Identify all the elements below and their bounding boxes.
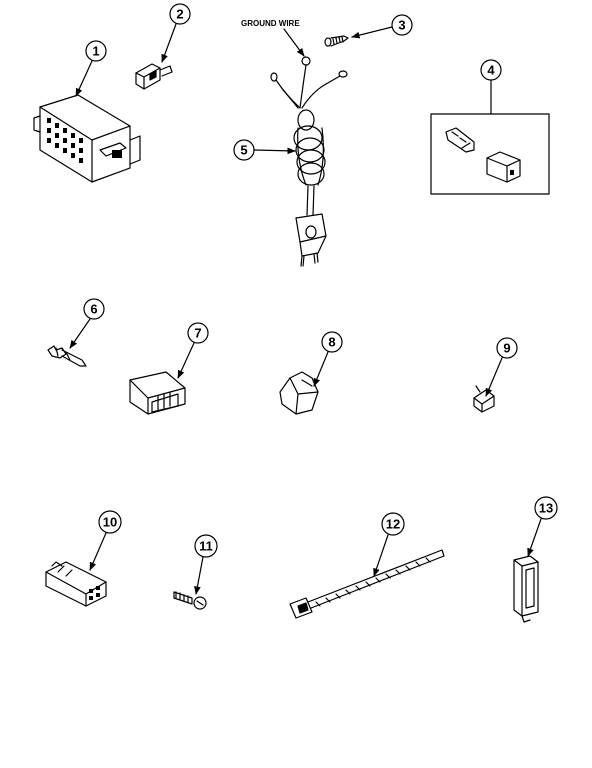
callout-5 — [233, 139, 296, 161]
part-9-clip — [473, 385, 495, 413]
callout-13 — [527, 496, 558, 557]
callout-1 — [75, 40, 107, 97]
callout-10-number: 10 — [103, 515, 117, 530]
part-4-terminal-kit — [430, 113, 550, 195]
part-8-wire-clamp — [279, 371, 319, 415]
callout-3-number: 3 — [398, 18, 405, 33]
callout-12 — [373, 512, 405, 577]
callout-4 — [480, 59, 502, 115]
part-2-clip — [135, 63, 173, 90]
callout-6 — [69, 298, 105, 349]
part-12-cable-tie — [289, 549, 445, 619]
part-13-strain-relief — [513, 555, 539, 623]
callout-8 — [313, 331, 343, 387]
ground-wire-label: GROUND WIRE — [241, 19, 300, 28]
callout-3 — [351, 14, 413, 39]
part-5-power-cord — [270, 56, 348, 267]
callout-11-number: 11 — [199, 539, 213, 554]
part-11-screw — [173, 591, 207, 610]
part-10-six-pin-housing — [45, 561, 107, 607]
callout-13-number: 13 — [539, 501, 553, 516]
callout-6-number: 6 — [90, 302, 97, 317]
callout-7-number: 7 — [194, 326, 201, 341]
part-6-wire-terminal — [47, 345, 87, 367]
callout-9 — [485, 337, 518, 397]
callout-8-number: 8 — [328, 335, 335, 350]
callout-11 — [194, 534, 218, 595]
callout-5-number: 5 — [240, 143, 247, 158]
callout-9-number: 9 — [503, 341, 510, 356]
callout-2 — [161, 3, 191, 63]
part-1-connector-block — [33, 94, 141, 183]
callout-2-number: 2 — [176, 7, 183, 22]
callout-12-number: 12 — [386, 517, 400, 532]
part-3-ground-screw — [324, 35, 349, 47]
callout-1-number: 1 — [92, 44, 99, 59]
callout-10 — [89, 510, 122, 571]
ground-wire-leader — [283, 28, 305, 57]
part-7-connector-housing — [129, 371, 186, 415]
callout-4-number: 4 — [487, 63, 495, 78]
callout-7 — [177, 322, 209, 379]
